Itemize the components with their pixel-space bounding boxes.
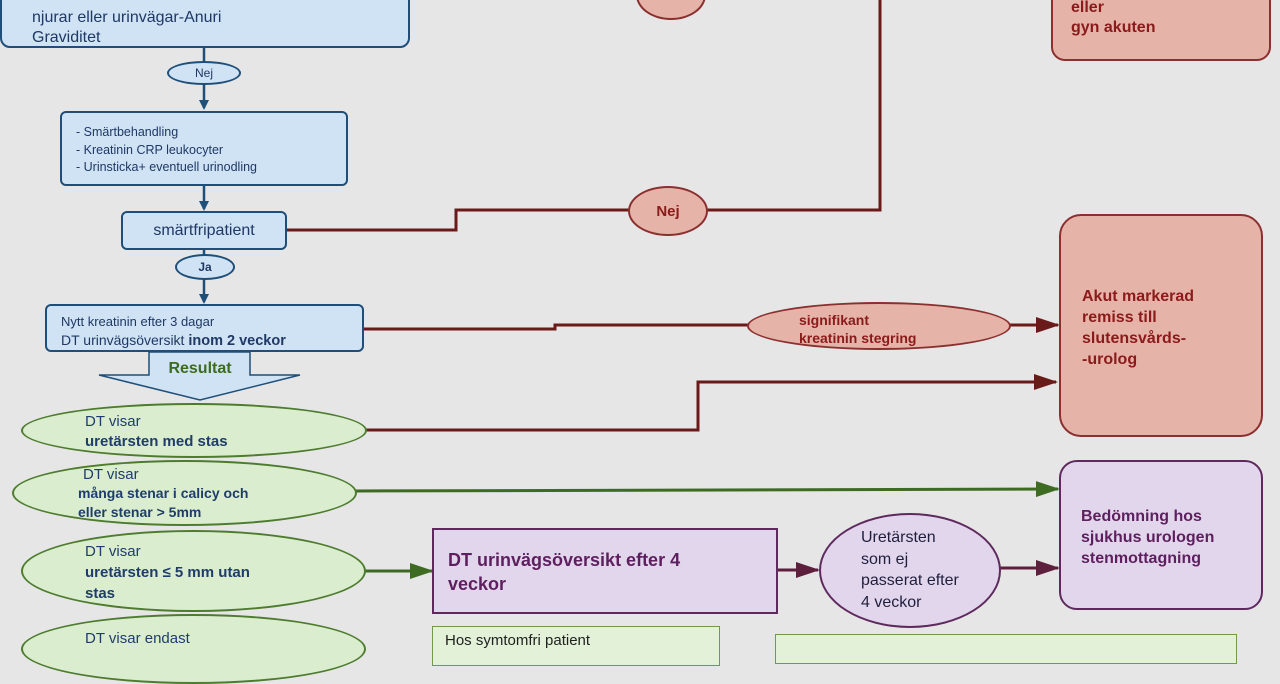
- gyn-box: eller gyn akuten: [1051, 0, 1271, 61]
- dt3-ellipse: DT visar uretärsten ≤ 5 mm utan stas: [21, 530, 366, 612]
- followup-line2-a: DT urinvägsöversikt: [61, 332, 189, 348]
- ureter-line1: Uretärsten: [861, 529, 936, 546]
- followup-line1: Nytt kreatinin efter 3 dagar: [61, 314, 215, 329]
- dt4-ellipse: DT visar endast: [21, 614, 366, 684]
- bedomning-line3: stenmottagning: [1081, 550, 1201, 567]
- resultat-arrow: [98, 351, 301, 401]
- resultat-label: Resultat: [168, 360, 232, 377]
- line-dt2-to-bedomning: [355, 481, 1060, 498]
- dt2-line2: många stenar i calicy och: [78, 485, 249, 501]
- bottom-right-box: [775, 634, 1237, 664]
- dt1-ellipse: DT visar uretärsten med stas: [21, 403, 367, 458]
- connector-layer: [98, 0, 1060, 579]
- symptomfri-text: Hos symtomfri patient: [445, 632, 591, 649]
- dt3-line3: stas: [85, 585, 116, 602]
- signifikant-line1: signifikant: [799, 312, 870, 328]
- akut-line1: Akut markerad: [1082, 288, 1195, 305]
- treatment-item-2: - Kreatinin CRP leukocyter: [76, 142, 224, 157]
- dt-followup-box: DT urinvägsöversikt efter 4 veckor: [432, 528, 778, 614]
- ureter-line4: 4 veckor: [861, 593, 922, 611]
- gyn-line2: gyn akuten: [1071, 19, 1156, 36]
- treatment-item-1: - Smärtbehandling: [76, 125, 179, 139]
- ja-badge: Ja: [175, 254, 235, 280]
- nej-red-badge: Nej: [628, 186, 708, 236]
- gyn-line1: eller: [1071, 0, 1104, 16]
- dt2-line3: eller stenar > 5mm: [78, 504, 202, 520]
- bedomning-box: Bedömning hos sjukhus urologen stenmotta…: [1059, 460, 1263, 610]
- top-criteria-box: njurar eller urinvägar-Anuri Graviditet: [0, 0, 410, 48]
- signifikant-ellipse: signifikant kreatinin stegring: [747, 302, 1011, 350]
- ureter-line3: passerat efter: [861, 572, 959, 589]
- treatment-item-3: - Urinsticka+ eventuell urinodling: [76, 160, 257, 174]
- followup-line2-b: inom 2 veckor: [188, 333, 286, 349]
- dt-followup-line2: veckor: [448, 574, 507, 594]
- nej-badge: Nej: [167, 61, 241, 85]
- dt3-line2: uretärsten ≤ 5 mm utan: [85, 564, 250, 581]
- followup-box: Nytt kreatinin efter 3 dagar DT urinvägs…: [45, 304, 364, 352]
- line-smartfri-to-nej: [286, 0, 882, 232]
- smartfri-box: smärtfripatient: [121, 211, 287, 250]
- symptomfri-box: Hos symtomfri patient: [432, 626, 720, 666]
- signifikant-line2: kreatinin stegring: [799, 330, 917, 346]
- dt1-line2: uretärsten med stas: [85, 433, 228, 450]
- dt2-ellipse: DT visar många stenar i calicy och eller…: [12, 460, 357, 526]
- dt4-line1: DT visar endast: [85, 630, 190, 647]
- line-dt1-to-akut: [366, 374, 1058, 432]
- dt1-line1: DT visar: [85, 413, 141, 430]
- top-criteria-line1: njurar eller urinvägar-Anuri: [32, 9, 222, 26]
- dt3-line1: DT visar: [85, 543, 141, 560]
- akut-line3: slutensvårds-: [1082, 330, 1187, 347]
- treatment-box: - Smärtbehandling - Kreatinin CRP leukoc…: [60, 111, 348, 186]
- akut-line4: -urolog: [1082, 351, 1138, 368]
- ureter-circle: Uretärsten som ej passerat efter 4 vecko…: [819, 513, 1001, 628]
- dt2-line1: DT visar: [83, 466, 139, 483]
- followup-line2: DT urinvägsöversikt inom 2 veckor: [61, 331, 362, 351]
- bedomning-line1: Bedömning hos: [1081, 508, 1202, 525]
- ureter-line2: som ej: [861, 550, 909, 568]
- top-criteria-line2: Graviditet: [32, 29, 101, 46]
- akut-line2: remiss till: [1082, 309, 1157, 326]
- bedomning-line2: sjukhus urologen: [1081, 529, 1215, 546]
- akut-box: Akut markerad remiss till slutensvårds- …: [1059, 214, 1263, 437]
- dt-followup-line1: DT urinvägsöversikt efter 4: [448, 550, 681, 570]
